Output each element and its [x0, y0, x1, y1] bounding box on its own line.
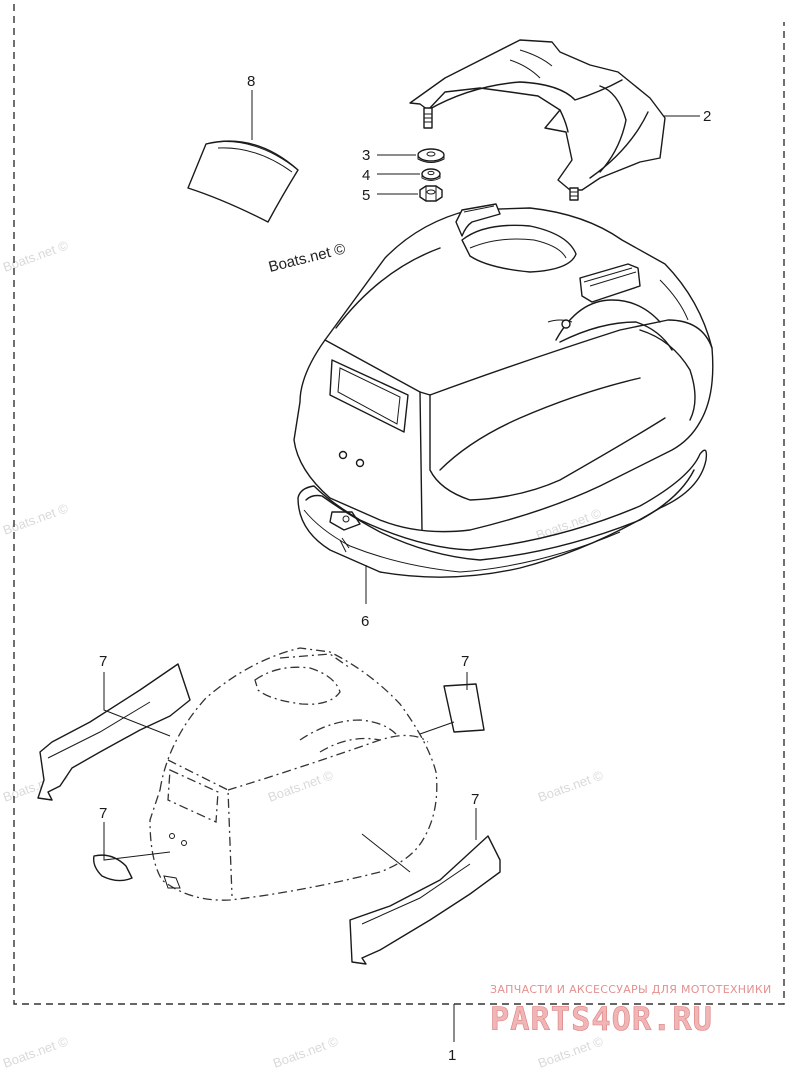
callout-1: 1 — [448, 1047, 456, 1064]
watermark-10: Boats.net © — [536, 1033, 606, 1071]
banner-logo: PARTS4OR.RU — [490, 1000, 713, 1038]
part-2-handle — [409, 39, 666, 201]
banner-tagline: ЗАПЧАСТИ И АКСЕССУАРЫ ДЛЯ МОТОТЕХНИКИ — [490, 983, 772, 996]
part-3-washer — [417, 148, 445, 163]
callout-labels: 1 2 3 4 5 6 7 7 7 7 8 — [99, 73, 711, 1064]
part-7-decal-right-large — [349, 835, 501, 965]
callout-3: 3 — [362, 147, 370, 164]
callout-4: 4 — [362, 167, 370, 184]
leader-lines — [103, 90, 700, 1042]
part-6-seal — [297, 449, 708, 578]
watermark-6: Boats.net © — [266, 767, 336, 805]
decal-reference-cowling — [149, 647, 438, 901]
callout-8: 8 — [247, 73, 255, 90]
part-5-nut — [419, 185, 443, 202]
assembly-frame — [13, 4, 785, 1005]
store-banner: ЗАПЧАСТИ И АКСЕССУАРЫ ДЛЯ МОТОТЕХНИКИ PA… — [490, 983, 772, 1038]
callout-7-right-small: 7 — [461, 653, 469, 670]
watermark-8: Boats.net © — [1, 1033, 71, 1071]
callout-2: 2 — [703, 108, 711, 125]
watermark-3: Boats.net © — [1, 500, 71, 538]
watermark-9: Boats.net © — [271, 1033, 341, 1071]
part-8-pad — [187, 140, 299, 223]
watermark-1: Boats.net © — [1, 237, 71, 275]
callout-6: 6 — [361, 613, 369, 630]
callout-5: 5 — [362, 187, 370, 204]
part-1-top-cowling — [293, 203, 714, 533]
callout-7-front-small: 7 — [99, 805, 107, 822]
part-7-decal-front-small — [92, 854, 133, 882]
callout-7-right-large: 7 — [471, 791, 479, 808]
callout-7-left-large: 7 — [99, 653, 107, 670]
part-7-decal-right-small — [443, 683, 485, 733]
part-7-decal-left-large — [37, 663, 191, 801]
watermark-7: Boats.net © — [536, 767, 606, 805]
part-4-lockwasher — [421, 168, 441, 181]
credit-text: Boats.net © — [267, 240, 347, 276]
